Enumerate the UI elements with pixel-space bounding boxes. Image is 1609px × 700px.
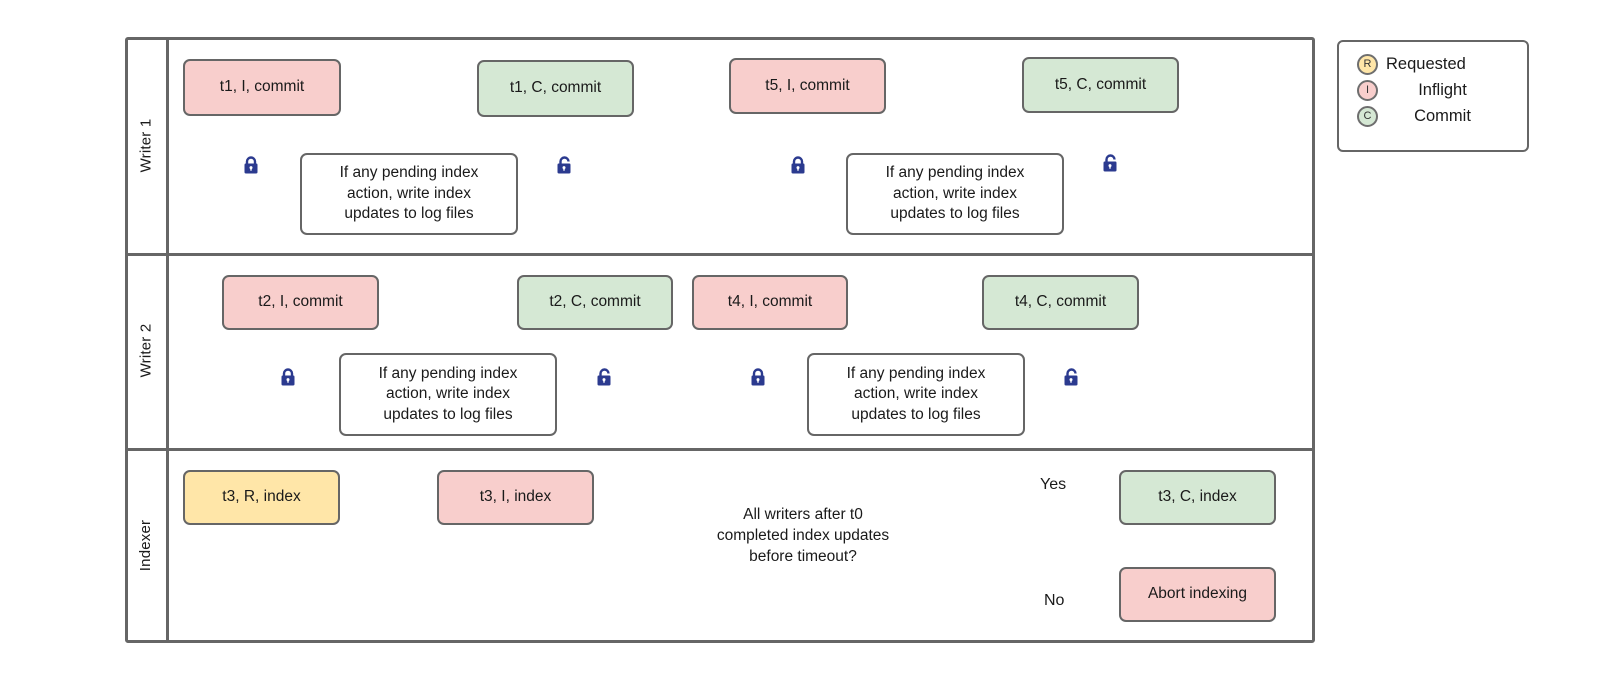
node-writer1-index-flush-2[interactable]: If any pending index action, write index…	[846, 153, 1064, 235]
lock-closed-icon	[748, 367, 768, 389]
legend-label-requested: Requested	[1386, 54, 1466, 73]
node-label: t3, R, index	[222, 488, 301, 506]
node-writer1-index-flush-1[interactable]: If any pending index action, write index…	[300, 153, 518, 235]
node-label: t5, I, commit	[765, 76, 850, 94]
decision-line-2: completed index updates	[716, 526, 890, 544]
node-t4-commit-commit[interactable]: t4, C, commit	[982, 275, 1139, 330]
lane-label-writer-2-text: Writer 2	[137, 323, 154, 378]
swimlane-pool	[125, 37, 1315, 643]
node-label: t3, I, index	[479, 488, 552, 506]
legend-badge-letter: I	[1365, 84, 1370, 96]
node-t1-inflight-commit[interactable]: t1, I, commit	[183, 59, 341, 116]
node-writer2-index-flush-2[interactable]: If any pending index action, write index…	[807, 353, 1025, 436]
legend-item-requested: R Requested	[1339, 51, 1527, 77]
legend-label-inflight: Inflight	[1418, 80, 1467, 99]
decision-line-1: All writers after t0	[743, 506, 863, 523]
node-t1-commit-commit[interactable]: t1, C, commit	[477, 60, 634, 117]
lane-label-writer-1: Writer 1	[125, 37, 166, 253]
node-t3-inflight-index[interactable]: t3, I, index	[437, 470, 594, 525]
node-t5-inflight-commit[interactable]: t5, I, commit	[729, 58, 886, 114]
lock-open-icon	[554, 155, 574, 177]
process-line-2: action, write index	[385, 385, 511, 403]
process-line-2: action, write index	[346, 184, 472, 202]
node-label: t1, I, commit	[219, 78, 305, 96]
legend-item-commit: C Commit	[1339, 103, 1527, 129]
lane-divider-1	[125, 253, 1315, 256]
lock-closed-icon	[788, 155, 808, 177]
lock-closed-icon	[278, 367, 298, 389]
process-line-3: updates to log files	[383, 405, 513, 423]
node-label: t1, C, commit	[509, 79, 602, 97]
inflight-badge-icon: I	[1357, 79, 1378, 101]
edge-label-no: No	[1044, 592, 1064, 610]
node-t2-inflight-commit[interactable]: t2, I, commit	[222, 275, 379, 330]
node-t4-inflight-commit[interactable]: t4, I, commit	[692, 275, 848, 330]
node-t3-commit-index[interactable]: t3, C, index	[1119, 470, 1276, 525]
commit-badge-icon: C	[1357, 105, 1378, 127]
lane-divider-2	[125, 448, 1315, 451]
process-line-1: If any pending index	[378, 364, 518, 382]
legend-item-inflight: I Inflight	[1339, 77, 1527, 103]
lock-open-icon	[594, 367, 614, 389]
node-label: t2, I, commit	[258, 293, 343, 311]
lane-label-column-border	[166, 37, 169, 643]
legend-badge-letter: C	[1363, 110, 1372, 122]
legend: R Requested I Inflight C Commit	[1337, 40, 1529, 152]
edge-label-yes-text: Yes	[1040, 476, 1067, 493]
node-t3-requested-index[interactable]: t3, R, index	[183, 470, 340, 525]
lane-label-writer-2: Writer 2	[125, 253, 166, 448]
process-line-3: updates to log files	[890, 205, 1020, 223]
lock-open-icon	[1100, 153, 1120, 175]
decision-line-3: before timeout?	[749, 547, 857, 565]
process-line-1: If any pending index	[885, 164, 1025, 182]
node-label: t4, C, commit	[1014, 293, 1107, 311]
process-line-2: action, write index	[853, 385, 979, 403]
requested-badge-icon: R	[1357, 53, 1378, 75]
lock-open-icon	[1061, 367, 1081, 389]
legend-label-commit: Commit	[1414, 106, 1471, 125]
edge-label-yes: Yes	[1040, 476, 1066, 494]
lane-label-writer-1-text: Writer 1	[137, 118, 154, 172]
edge-label-no-text: No	[1044, 592, 1065, 609]
node-label: t4, I, commit	[727, 293, 813, 311]
node-label: Abort indexing	[1147, 585, 1248, 603]
process-line-2: action, write index	[892, 184, 1018, 202]
process-line-3: updates to log files	[344, 205, 474, 223]
node-label: t5, C, commit	[1054, 75, 1147, 93]
node-abort-indexing[interactable]: Abort indexing	[1119, 567, 1276, 622]
lane-label-indexer-text: Indexer	[137, 519, 154, 572]
node-t2-commit-commit[interactable]: t2, C, commit	[517, 275, 673, 330]
node-label: t2, C, commit	[549, 293, 641, 311]
lock-closed-icon	[241, 155, 261, 177]
node-t5-commit-commit[interactable]: t5, C, commit	[1022, 57, 1179, 113]
process-line-1: If any pending index	[846, 364, 986, 382]
node-label: t3, C, index	[1158, 488, 1237, 506]
legend-badge-letter: R	[1363, 58, 1372, 70]
node-decision-writers-completed[interactable]: All writers after t0 completed index upd…	[678, 505, 928, 567]
lane-label-indexer: Indexer	[125, 448, 166, 643]
process-line-3: updates to log files	[851, 405, 981, 423]
process-line-1: If any pending index	[339, 164, 479, 182]
node-writer2-index-flush-1[interactable]: If any pending index action, write index…	[339, 353, 557, 436]
